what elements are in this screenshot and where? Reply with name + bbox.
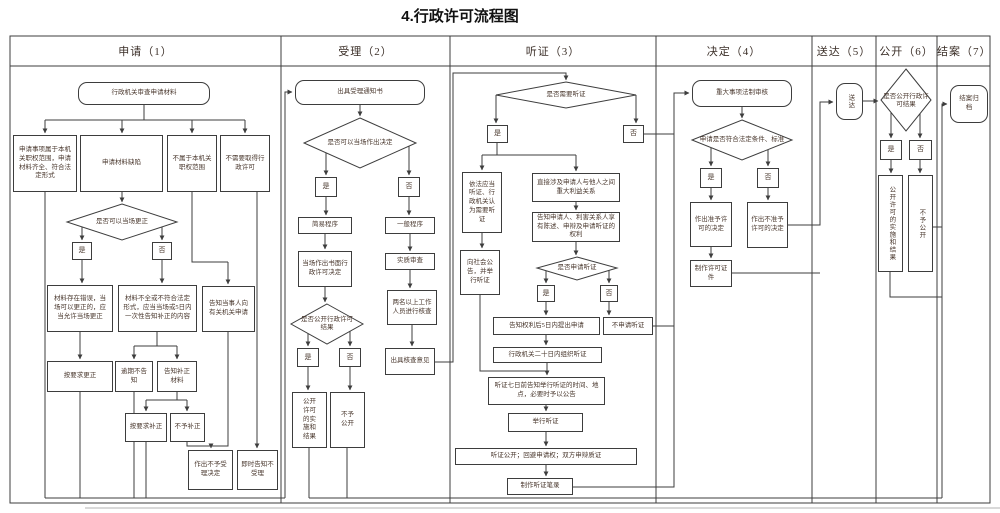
diamond-label-onsite-correction: 是否可以当场更正 (96, 217, 148, 225)
node-publicize-implementation: 公开许可的实施和结果 (292, 392, 327, 448)
page-bottom-edge (85, 507, 1000, 509)
node-hearing-rules: 听证公开；回避申请权；双方申辩质证 (455, 448, 637, 465)
diamond-apply-hearing (535, 256, 619, 281)
node-tell-apply-elsewhere: 告知当事人向有关机关申请 (202, 286, 255, 332)
node-delivery: 送达 (836, 83, 863, 120)
node-hold-hearing: 举行听证 (508, 413, 583, 432)
column-header-decision: 决定（4） (706, 46, 762, 58)
node-simple-procedure: 简易程序 (298, 217, 352, 234)
no-label: 否 (339, 348, 361, 367)
diamond-need-hearing (495, 81, 637, 109)
diamond-meet-conditions (690, 119, 794, 161)
node-valid-application: 申请事项属于本机关职权范围，申请材料齐全、符合法定形式 (13, 135, 77, 192)
no-label: 否 (623, 125, 644, 143)
node-error-correctable: 材料存在错误，当场可以更正的，应当允许当场更正 (47, 285, 113, 332)
no-label: 否 (600, 285, 618, 302)
no-label: 否 (909, 140, 932, 160)
node-outside-authority: 不属于本机关职权范围 (167, 135, 217, 192)
node-correct-as-required: 按要求更正 (47, 361, 113, 392)
node-organize-hearing-20days: 行政机关二十日内组织听证 (493, 347, 602, 363)
node-notify-7days-before: 听证七日前告知举行听证的时间、地点，必要时予以公告 (488, 377, 605, 405)
diamond-label-need-hearing: 是否需要听证 (546, 90, 586, 98)
column-header-delivery: 送达（5） (816, 46, 872, 58)
node-publicize-implementation-open: 公开许可的实施和结果 (878, 175, 903, 272)
column-header-hearing: 听证（3） (525, 46, 581, 58)
node-onsite-written-decision: 当场作出书面行政许可决定 (298, 251, 352, 287)
decision-diamonds (65, 68, 932, 345)
yes-label: 是 (537, 285, 555, 302)
node-no-license-needed: 不需要取得行政许可 (220, 135, 270, 192)
column-header-closing: 结案（7） (937, 46, 992, 58)
node-overdue-no-notice: 逾期不告知 (115, 361, 153, 392)
yes-label: 是 (487, 125, 508, 143)
node-major-interest: 直接涉及申请人与他人之间重大利益关系 (532, 173, 620, 202)
node-no-hearing-request: 不申请听证 (603, 317, 653, 335)
node-inform-rights: 告知申请人、利害关系人享有陈述、申辩及申请听证的权利 (532, 212, 620, 242)
node-two-staff-verify: 两名以上工作人员进行核查 (387, 290, 437, 325)
diamond-publicize-result-open (880, 68, 932, 132)
yes-label: 是 (297, 348, 319, 367)
node-supplement-as-required: 按要求补正 (125, 413, 167, 442)
diamond-onsite-correction (65, 203, 179, 241)
yes-label: 是 (700, 168, 722, 188)
node-grant-decision: 作出准予许可的决定 (690, 202, 732, 247)
node-acceptance-notice: 出具受理通知书 (295, 80, 425, 105)
diamond-onsite-decision (302, 117, 418, 169)
node-hearing-transcript: 制作听证笔录 (507, 478, 573, 495)
diamond-label-meet-conditions: 申请是否符合法定条件、标准 (699, 135, 785, 143)
table-frame (9, 35, 991, 504)
node-verification-opinion: 出具核查意见 (385, 348, 435, 375)
node-refuse-supplement: 不予补正 (170, 413, 205, 442)
diamond-label-publicize-result-accept: 是否公开行政许可结果 (301, 315, 353, 331)
node-notify-supplement: 告知补正材料 (157, 361, 197, 392)
no-label: 否 (398, 177, 420, 197)
node-general-procedure: 一般程序 (385, 217, 435, 234)
node-public-announcement: 向社会公告，并举行听证 (460, 250, 500, 295)
node-legal-review: 重大事项法制审核 (692, 80, 792, 107)
node-defective-materials: 申请材料缺陷 (80, 135, 163, 192)
node-immediate-not-accept: 即时告知不受理 (237, 450, 278, 490)
node-review-materials: 行政机关审查申请材料 (78, 82, 210, 105)
node-decide-not-accept: 作出不予受理决定 (188, 450, 233, 490)
node-not-publicize-open: 不予公开 (908, 175, 933, 272)
diamond-label-apply-hearing: 是否申请听证 (557, 263, 597, 271)
diamond-label-publicize-result-open: 是否公开行政许可结果 (883, 92, 929, 108)
page-title: 4.行政许可流程图 (401, 8, 519, 25)
yes-label: 是 (72, 242, 92, 260)
diamond-label-onsite-decision: 是否可以当场作出决定 (327, 139, 393, 147)
node-apply-within-5days: 告知权利后5日内提出申请 (493, 317, 600, 335)
column-header-accept: 受理（2） (338, 46, 393, 58)
no-label: 否 (757, 168, 779, 188)
node-hearing-by-law: 依法应当听证、行政机关认为需要听证 (462, 172, 502, 233)
connector-arrows (42, 72, 948, 498)
node-substantive-review: 实质审查 (385, 253, 435, 270)
node-incomplete-materials: 材料不全或不符合法定形式，应当当场或5日内一次性告知补正的内容 (118, 285, 197, 332)
yes-label: 是 (880, 140, 902, 160)
connector-junctions (44, 105, 942, 499)
yes-label: 是 (315, 177, 337, 197)
node-not-publicize: 不予公开 (330, 392, 365, 448)
column-header-publicity: 公开（6） (879, 46, 934, 58)
node-deny-decision: 作出不准予许可的决定 (747, 202, 788, 248)
diamond-publicize-result-accept (289, 303, 365, 345)
no-label: 否 (152, 242, 172, 260)
node-close-file: 结案归档 (950, 85, 988, 123)
column-header-apply: 申请（1） (118, 46, 173, 58)
node-make-certificate: 制作许可证件 (690, 260, 732, 287)
